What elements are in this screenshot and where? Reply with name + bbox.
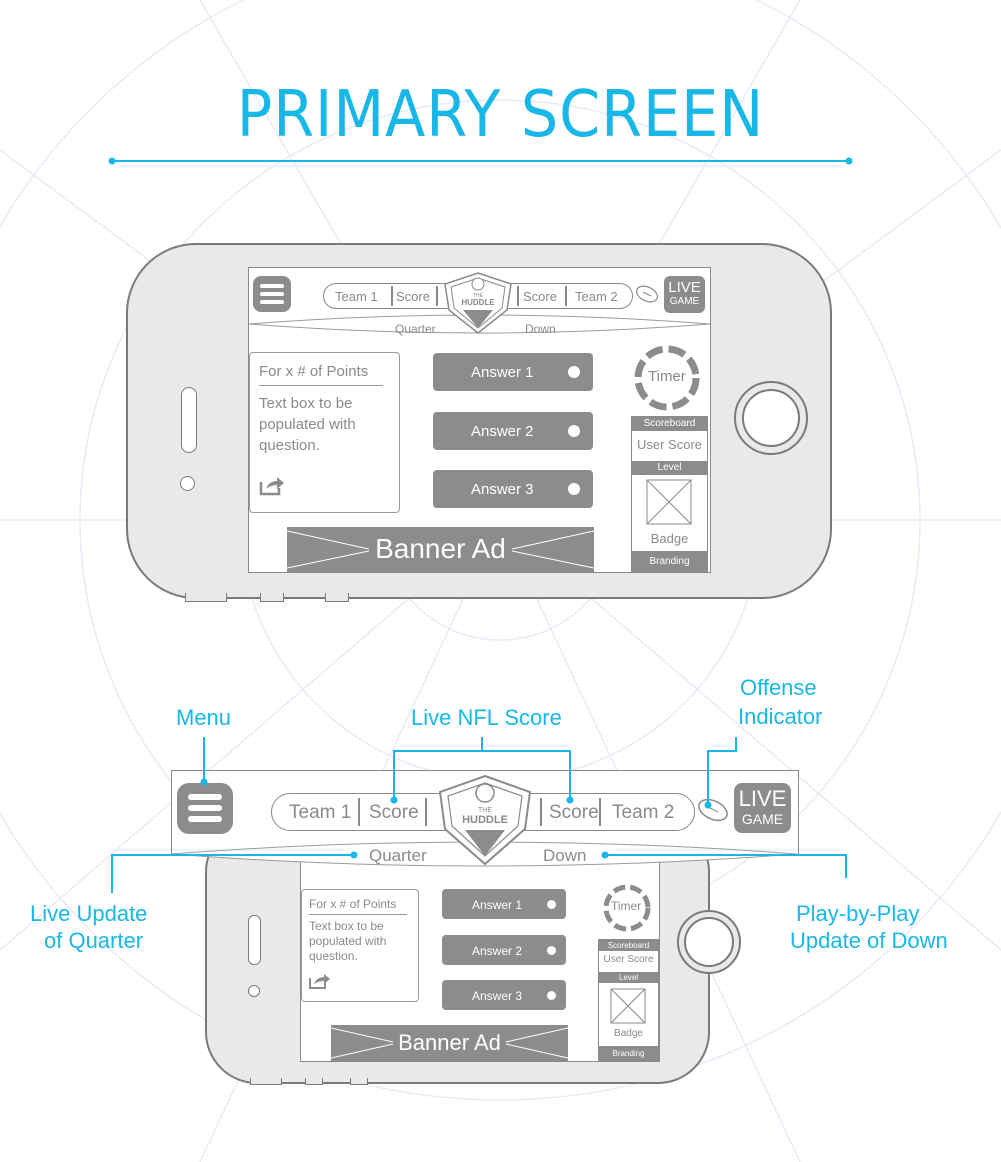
- level-label: Level: [632, 461, 707, 475]
- phone-side-buttons: [185, 593, 355, 603]
- question-box-bottom: For x # of Points Text box to be populat…: [301, 889, 419, 1002]
- scoreboard-panel-bottom: Scoreboard User Score Level Badge Brandi…: [598, 939, 659, 1061]
- badge-label-bottom: Badge: [614, 1028, 643, 1039]
- answer-3-button-bottom[interactable]: Answer 3: [442, 980, 566, 1010]
- answer-2-label-bottom: Answer 2: [472, 944, 523, 958]
- timer-ring-icon: [634, 345, 700, 411]
- answer-3-button[interactable]: Answer 3: [433, 470, 593, 508]
- points-label-bottom: For x # of Points: [309, 897, 397, 911]
- live-label-enlarged: LIVE: [738, 786, 787, 811]
- callout-menu: Menu: [176, 705, 232, 730]
- team1-label: Team 1: [335, 289, 378, 304]
- question-text-bottom: Text box to be populated with question.: [309, 919, 387, 963]
- home-button-bottom[interactable]: [677, 910, 741, 974]
- share-icon-bottom[interactable]: [309, 973, 331, 989]
- timer-label: Timer: [648, 368, 686, 385]
- team1-label-enlarged: Team 1: [289, 802, 352, 823]
- callout-quarter-line2: of Quarter: [44, 928, 144, 953]
- logo-name: HUDDLE: [461, 298, 495, 307]
- branding-label: Branding: [632, 551, 707, 572]
- menu-icon[interactable]: [253, 276, 291, 312]
- banner-label: Banner Ad: [375, 533, 506, 564]
- score2-label: Score: [523, 289, 557, 304]
- game-label-enlarged: GAME: [741, 811, 784, 827]
- speaker-slot-bottom: [248, 915, 261, 965]
- timer-label-bottom: Timer: [611, 899, 642, 913]
- scoreboard-title: Scoreboard: [632, 417, 707, 431]
- answer-1-label: Answer 1: [471, 364, 534, 381]
- down-label-enlarged: Down: [543, 846, 587, 865]
- live-game-badge[interactable]: LIVE GAME: [664, 276, 705, 313]
- answer-2-radio[interactable]: [568, 425, 580, 437]
- answer-3-label-bottom: Answer 3: [472, 989, 523, 1003]
- team2-label: Team 2: [575, 289, 618, 304]
- callout-live-nfl-score: Live NFL Score: [411, 705, 562, 730]
- camera-dot: [180, 476, 195, 491]
- share-icon[interactable]: [259, 476, 285, 496]
- logo-the: THE: [473, 293, 484, 299]
- page-title: PRIMARY SCREEN: [236, 78, 765, 152]
- question-box: For x # of Points Text box to be populat…: [249, 352, 400, 513]
- answer-1-button-bottom[interactable]: Answer 1: [442, 889, 566, 919]
- football-icon: [636, 285, 658, 303]
- answer-1-button[interactable]: Answer 1: [433, 353, 593, 391]
- callout-down-line1: Play-by-Play: [796, 901, 920, 926]
- answer-1-radio-bottom[interactable]: [547, 900, 556, 909]
- live-game-badge-enlarged[interactable]: LIVE GAME: [734, 783, 791, 833]
- live-label: LIVE: [668, 279, 701, 296]
- huddle-logo: THE HUDDLE: [444, 272, 512, 334]
- home-button-icon[interactable]: [734, 381, 808, 455]
- badge-label: Badge: [650, 531, 689, 546]
- callout-offense-line2: Indicator: [738, 704, 823, 729]
- scoreboard-title-bottom: Scoreboard: [599, 940, 658, 951]
- answer-2-button[interactable]: Answer 2: [433, 412, 593, 450]
- answer-3-label: Answer 3: [471, 481, 534, 498]
- speaker-slot: [181, 387, 197, 453]
- quarter-label: Quarter: [395, 322, 436, 336]
- game-label: GAME: [669, 296, 700, 307]
- badge-placeholder-icon: [646, 479, 692, 525]
- banner-label-bottom: Banner Ad: [398, 1030, 501, 1055]
- score2-label-enlarged: Score: [549, 802, 599, 823]
- banner-ad-bottom[interactable]: Banner Ad: [331, 1025, 568, 1061]
- app-screen-bottom: For x # of Points Text box to be populat…: [300, 850, 660, 1062]
- callout-quarter-line1: Live Update: [30, 901, 148, 926]
- user-score-label: User Score: [636, 437, 703, 452]
- callout-offense-line1: Offense: [740, 675, 817, 700]
- scoreboard-panel: Scoreboard User Score Level Badge Brandi…: [631, 416, 708, 572]
- app-screen-top: Team 1 Score Score Team 2 Quarter Down T…: [248, 267, 711, 573]
- menu-icon-enlarged[interactable]: [177, 783, 233, 834]
- user-score-label-bottom: User Score: [603, 954, 654, 965]
- logo-the-enlarged: THE: [478, 807, 492, 814]
- title-underline: [108, 157, 853, 165]
- score1-label: Score: [396, 289, 430, 304]
- logo-name-enlarged: HUDDLE: [462, 814, 508, 826]
- quarter-label-enlarged: Quarter: [369, 846, 427, 865]
- answer-2-radio-bottom[interactable]: [547, 946, 556, 955]
- answer-2-label: Answer 2: [471, 423, 534, 440]
- answer-2-button-bottom[interactable]: Answer 2: [442, 935, 566, 965]
- callout-down-line2: Update of Down: [790, 928, 948, 953]
- answer-1-radio[interactable]: [568, 366, 580, 378]
- score1-label-enlarged: Score: [369, 802, 419, 823]
- question-text: Text box to be populated with question.: [259, 395, 356, 454]
- level-label-bottom: Level: [599, 972, 658, 983]
- answer-3-radio-bottom[interactable]: [547, 991, 556, 1000]
- answer-3-radio[interactable]: [568, 483, 580, 495]
- badge-placeholder-icon-bottom: [610, 988, 646, 1024]
- huddle-logo-enlarged: THE HUDDLE: [438, 774, 532, 866]
- branding-label-bottom: Branding: [599, 1046, 658, 1061]
- answer-1-label-bottom: Answer 1: [472, 898, 523, 912]
- down-label: Down: [525, 322, 556, 336]
- camera-dot-bottom: [248, 985, 260, 997]
- points-label: For x # of Points: [259, 363, 369, 380]
- timer-ring-icon-bottom: [603, 884, 651, 932]
- team2-label-enlarged: Team 2: [612, 802, 675, 823]
- banner-ad[interactable]: Banner Ad: [287, 527, 594, 572]
- phone-side-buttons-bottom: [250, 1078, 370, 1086]
